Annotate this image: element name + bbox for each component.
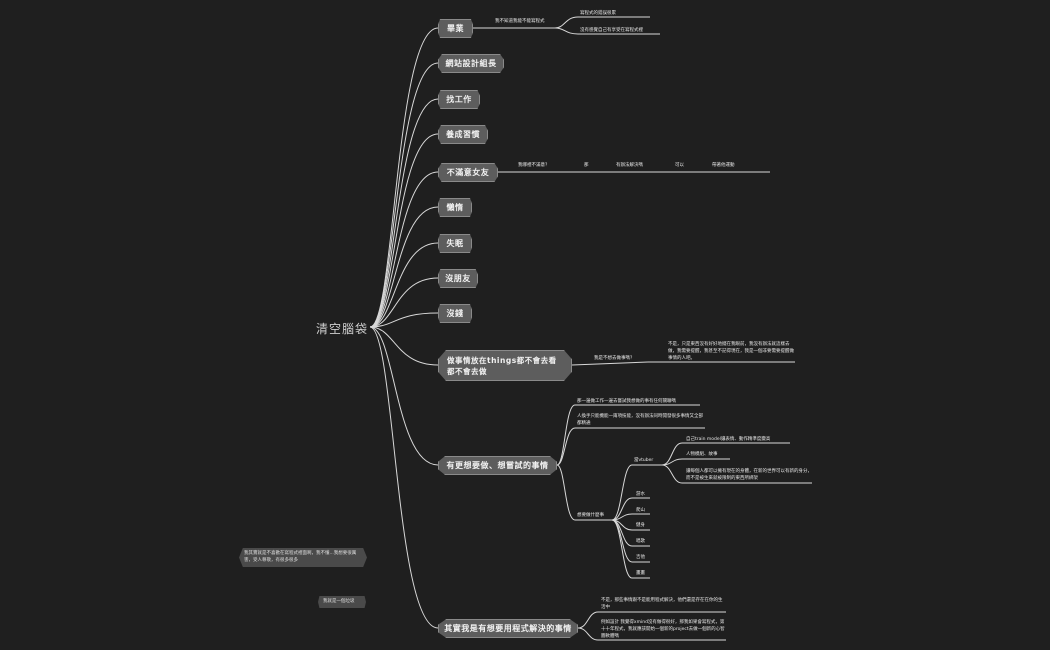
node-sing[interactable]: 唱歌: [636, 539, 645, 544]
branch-build-habits[interactable]: 養成習慣: [438, 125, 488, 144]
node-guitar[interactable]: 吉他: [636, 555, 645, 560]
branch-things-app[interactable]: 做事情放在things都不會去看都不會去做: [438, 350, 572, 381]
node-hike[interactable]: 爬山: [636, 508, 645, 513]
branch-want-to-try[interactable]: 有更想要做、想嘗試的事情: [438, 456, 557, 475]
node-swim[interactable]: 游水: [636, 492, 645, 497]
node-xmind-example[interactable]: 例如設計 我覺得xmind沒有做得很好，那我如果會寫程式，第十十年程式，我就應該…: [601, 620, 725, 639]
branch-find-job[interactable]: 找工作: [438, 90, 480, 109]
root-node[interactable]: 清空腦袋: [316, 322, 369, 336]
node-character-story[interactable]: 人物模組、故事: [686, 452, 718, 457]
branch-solve-with-code[interactable]: 其實我是有想要用程式解決的事情: [438, 619, 578, 638]
branch-web-design-lead[interactable]: 網站設計組長: [438, 54, 504, 73]
branch-insomnia[interactable]: 失眠: [438, 234, 472, 253]
node-not-enjoying[interactable]: 沒有感覺自己有享受在寫程式裡: [580, 28, 643, 33]
branch-no-money[interactable]: 沒錢: [438, 304, 472, 323]
node-work-and-try[interactable]: 那一邊做工作一邊去嘗試我想做的事有任何關聯嗎: [577, 399, 676, 404]
node-then[interactable]: 那: [584, 163, 589, 168]
branch-graduation[interactable]: 畢業: [438, 19, 473, 38]
node-what-unsatisfied[interactable]: 我哪裡不滿意？: [518, 163, 550, 168]
node-can-i-code[interactable]: 我不知道我能不能寫程式: [495, 19, 545, 24]
node-vtuber[interactable]: 當vtuber: [634, 458, 654, 463]
node-errors-tiring[interactable]: 寫程式的錯誤很累: [580, 11, 616, 16]
node-limited-skills[interactable]: 人換手只能機能一兩項技能，沒有辦法同時開發很多事情又全部都精通: [577, 414, 703, 426]
branch-no-friends[interactable]: 沒朋友: [438, 269, 478, 288]
node-solvable[interactable]: 有辦法解決嗎: [616, 163, 643, 168]
node-yes[interactable]: 可以: [675, 163, 684, 168]
node-exercise[interactable]: 帶著他運動: [712, 163, 735, 168]
node-draw[interactable]: 畫畫: [636, 571, 645, 576]
node-what-to-do[interactable]: 想要做什麼事: [577, 513, 604, 518]
node-dont-want-work[interactable]: 我是不想去做事嗎？: [594, 356, 635, 361]
node-gym[interactable]: 健身: [636, 523, 645, 528]
node-new-identity[interactable]: 讓每個人都可以擁有現在的身體，在新的世界可以有新的身分，而不是被生來就被限制的東…: [686, 469, 812, 481]
floating-note-trash[interactable]: 我就是一個垃圾: [318, 596, 366, 608]
node-train-model[interactable]: 自己train model讓表情、動作精準度變高: [686, 437, 771, 442]
node-need-reminder[interactable]: 不是，只是東西沒有好好地擺在我眼前，我沒有辦法就這樣去做，我需要提醒，我甚至不記…: [668, 342, 794, 361]
branch-girlfriend[interactable]: 不滿意女友: [438, 163, 498, 182]
node-not-solvable[interactable]: 不是，那些事情跟不是能用程式解決，他們還是存在在你的生活中: [601, 598, 723, 610]
branch-lazy[interactable]: 懶惰: [438, 198, 472, 217]
floating-note-dont-like-coding[interactable]: 我其實就是不喜歡在寫程式裡面啊，我不懂...我想要很厲害，受人尊敬，有很多很多: [239, 548, 367, 567]
